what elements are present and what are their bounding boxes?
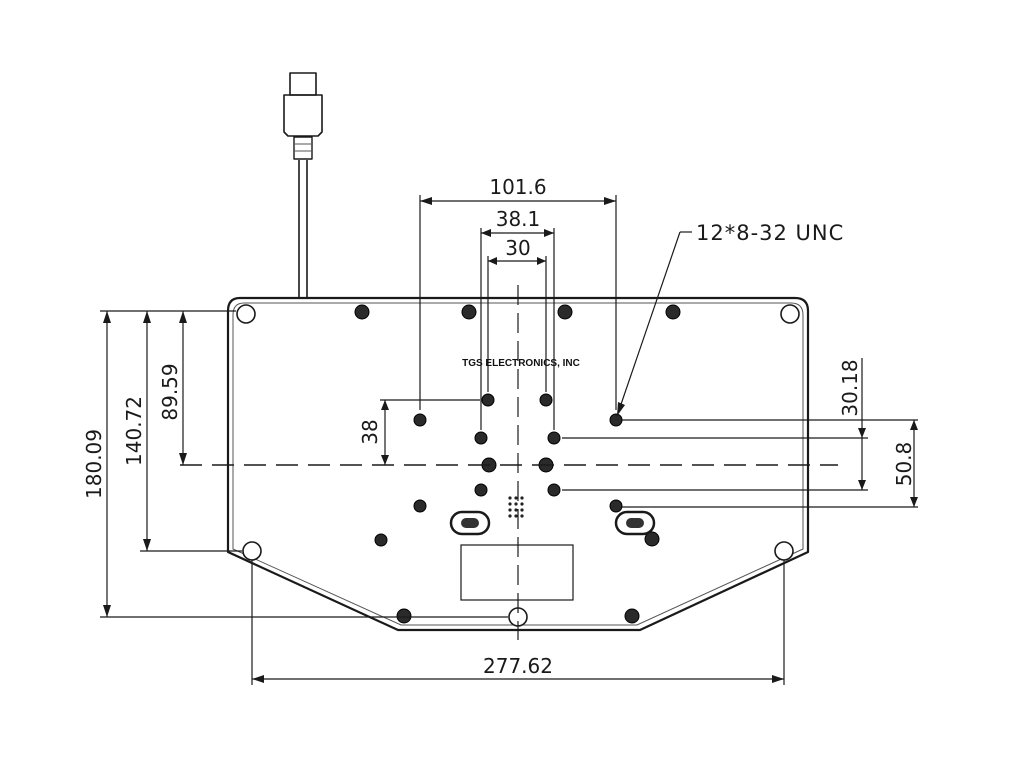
hole-bottom-left xyxy=(242,541,262,561)
dim-50-8: 50.8 xyxy=(562,420,918,508)
label-area xyxy=(460,544,574,601)
dim-label-180-09: 180.09 xyxy=(82,429,106,499)
thread-note: 12*8-32 UNC xyxy=(696,221,844,245)
dim-label-38-1: 38.1 xyxy=(496,207,541,231)
dim-label-50-8: 50.8 xyxy=(892,442,916,487)
dim-277-62: 277.62 xyxy=(251,560,785,685)
brand-label: TGS ELECTRONICS, INC xyxy=(462,358,580,369)
dim-label-89-59: 89.59 xyxy=(158,363,182,420)
hole-bottom-right xyxy=(774,541,794,561)
usb-cable xyxy=(283,72,323,299)
corner-holes xyxy=(236,304,800,627)
hole-top-right xyxy=(780,304,800,324)
dim-label-277-62: 277.62 xyxy=(483,654,553,678)
dim-label-30-18: 30.18 xyxy=(838,359,862,416)
dim-label-101-6: 101.6 xyxy=(489,175,546,199)
dim-30: 30 xyxy=(487,236,547,392)
dim-38-1: 38.1 xyxy=(480,207,555,430)
slot-cutouts xyxy=(449,510,656,536)
vent-dots xyxy=(508,496,524,518)
dim-label-30: 30 xyxy=(505,236,530,260)
dim-30-18: 30.18 xyxy=(562,358,918,439)
dim-180-09: 180.09 xyxy=(82,310,508,618)
dim-89-59: 89.59 xyxy=(158,311,187,465)
dim-38: 38 xyxy=(358,399,480,465)
dim-140-72: 140.72 xyxy=(122,311,242,552)
dim-101-6: 101.6 xyxy=(419,175,617,410)
dim-label-140-72: 140.72 xyxy=(122,396,146,466)
keypad-body xyxy=(226,296,810,632)
thread-note-leader: 12*8-32 UNC xyxy=(616,221,844,417)
dim-label-38: 38 xyxy=(358,419,382,444)
hole-top-left xyxy=(236,304,256,324)
screw-heads xyxy=(354,304,681,624)
